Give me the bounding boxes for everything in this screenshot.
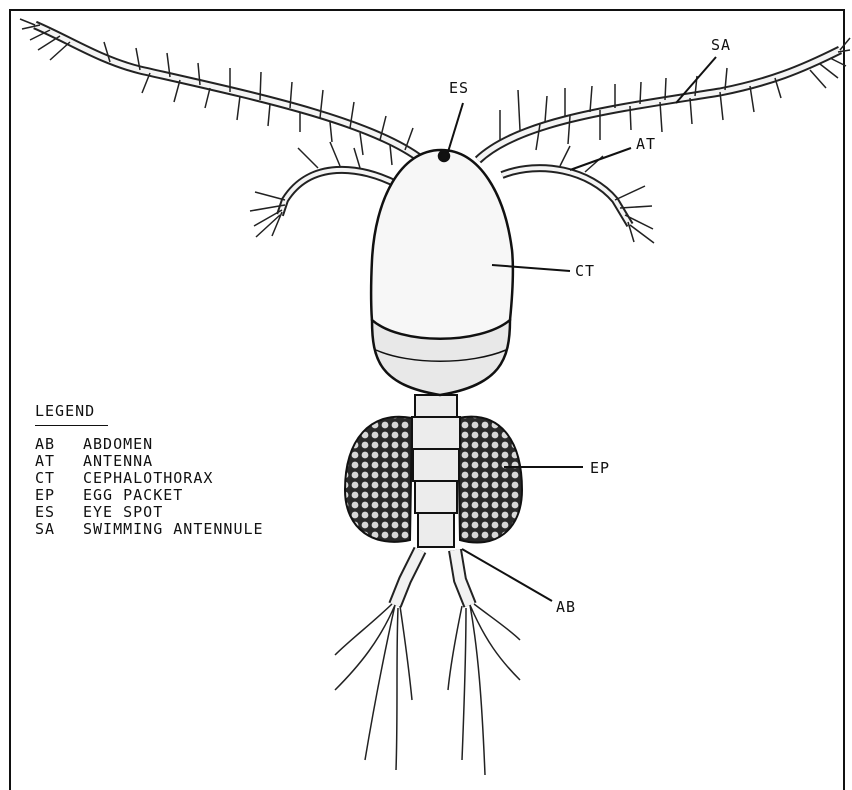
legend-label: ANTENNA [83,453,153,470]
right-swimming-antennule [478,38,850,160]
legend-entry: AB ABDOMEN [35,436,264,453]
legend-code: EP [35,487,83,504]
callout-sa: SA [711,36,731,54]
callout-ab: AB [556,598,576,616]
legend-label: EGG PACKET [83,487,183,504]
callout-at: AT [636,135,656,153]
legend-code: AT [35,453,83,470]
eye-spot [439,151,449,161]
legend-label: CEPHALOTHORAX [83,470,213,487]
legend-code: AB [35,436,83,453]
callout-es: ES [449,79,469,97]
legend: LEGEND AB ABDOMEN AT ANTENNA CT CEPHALOT… [35,402,264,538]
legend-entry: CT CEPHALOTHORAX [35,470,264,487]
right-antenna [502,146,654,243]
cephalothorax [371,150,513,395]
legend-code: SA [35,521,83,538]
legend-entry: EP EGG PACKET [35,487,264,504]
legend-label: SWIMMING ANTENNULE [83,521,264,538]
caudal-rami [335,550,520,775]
legend-code: CT [35,470,83,487]
legend-entry: AT ANTENNA [35,453,264,470]
abdomen [412,395,460,547]
legend-label: ABDOMEN [83,436,153,453]
callout-ep: EP [590,459,610,477]
legend-entry: SA SWIMMING ANTENNULE [35,521,264,538]
left-swimming-antennule [20,19,422,165]
legend-label: EYE SPOT [83,504,163,521]
callout-ct: CT [575,262,595,280]
legend-code: ES [35,504,83,521]
legend-title: LEGEND [35,402,108,426]
legend-entry: ES EYE SPOT [35,504,264,521]
